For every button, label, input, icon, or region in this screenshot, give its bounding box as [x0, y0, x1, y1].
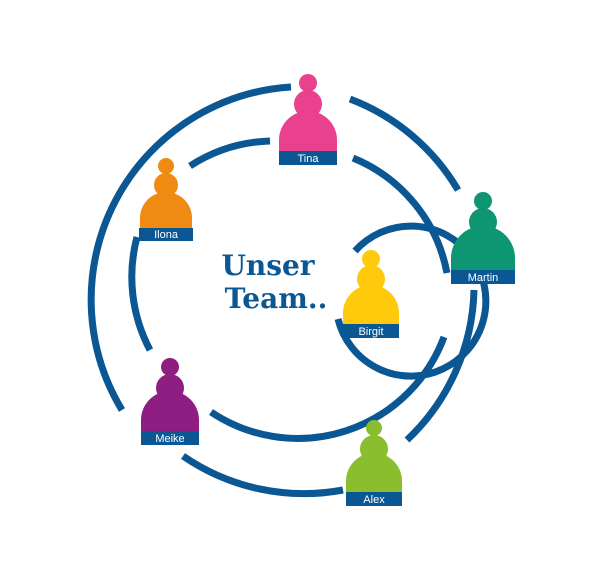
member-name-label: Martin — [468, 272, 499, 284]
middle-ring-arc-1 — [188, 137, 271, 169]
member-birgit: Birgit — [343, 250, 399, 338]
outer-ring-arc-1 — [87, 83, 292, 412]
title-line-2: Team.. — [225, 282, 328, 315]
member-name-label: Meike — [155, 433, 184, 445]
member-name-label: Alex — [363, 494, 385, 506]
pawn-icon — [279, 74, 337, 151]
middle-ring-arc-3 — [351, 154, 451, 274]
pawn-icon — [343, 250, 399, 324]
pawn-icon — [346, 420, 402, 492]
rings — [87, 83, 490, 498]
member-name-label: Tina — [298, 153, 320, 165]
member-martin: Martin — [451, 192, 515, 284]
member-name-label: Ilona — [154, 229, 179, 241]
member-name-label: Birgit — [358, 326, 383, 338]
middle-ring-arc-2 — [128, 236, 154, 352]
inner-ring — [334, 222, 490, 380]
member-ilona: Ilona — [139, 158, 193, 241]
pawn-icon — [451, 192, 515, 270]
outer-ring-arc-4 — [181, 453, 344, 498]
member-alex: Alex — [346, 420, 402, 506]
outer-ring-arc-3 — [404, 289, 478, 443]
middle-ring-arc-4 — [209, 335, 448, 442]
outer-ring-arc-2 — [348, 95, 462, 192]
member-meike: Meike — [141, 358, 199, 445]
pawn-icon — [141, 358, 199, 431]
member-tina: Tina — [279, 74, 337, 165]
title-line-1: Unser — [221, 249, 315, 282]
pawn-icon — [140, 158, 192, 228]
